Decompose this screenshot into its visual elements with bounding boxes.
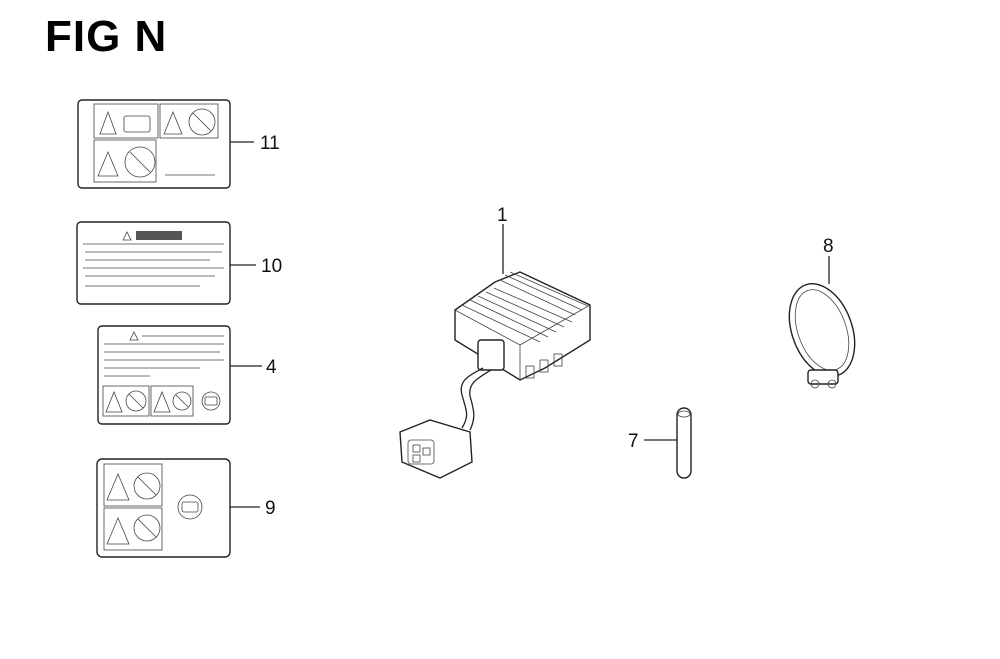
callout-11: 11 bbox=[260, 133, 280, 154]
regulator-rectifier[interactable] bbox=[399, 271, 591, 479]
callout-9: 9 bbox=[265, 498, 276, 519]
callout-1: 1 bbox=[497, 205, 508, 226]
callout-8: 8 bbox=[823, 236, 834, 257]
callout-7: 7 bbox=[628, 431, 639, 452]
figure-title: FIG N bbox=[45, 12, 168, 61]
dowel-pin[interactable] bbox=[676, 407, 692, 479]
label-11-sticker[interactable] bbox=[77, 99, 231, 189]
label-4-sticker[interactable] bbox=[97, 325, 231, 425]
label-9-sticker[interactable] bbox=[96, 458, 231, 558]
callout-4: 4 bbox=[266, 357, 277, 378]
callout-10: 10 bbox=[261, 256, 282, 277]
label-10-sticker[interactable] bbox=[76, 221, 231, 305]
band-clamp[interactable] bbox=[777, 275, 866, 389]
